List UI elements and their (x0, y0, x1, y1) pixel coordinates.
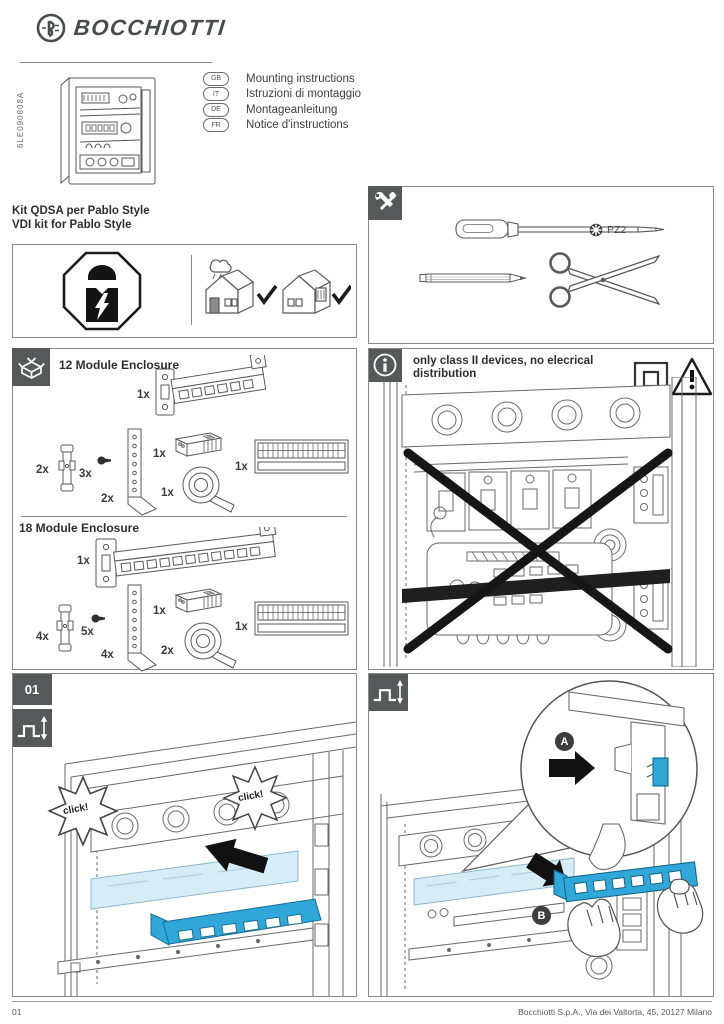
indoor-use-houses-icon (205, 259, 351, 314)
qty-clip-12: 2x (36, 464, 49, 476)
din-rail-12-drawing (155, 355, 267, 416)
language-code-fr: FR (203, 118, 229, 132)
qty-block-12: 1x (153, 448, 166, 460)
qty-block-18: 1x (153, 605, 166, 617)
step2-label-b: B (532, 906, 551, 925)
step2-illustration (380, 680, 704, 996)
kit18-title: 18 Module Enclosure (19, 521, 140, 535)
left-hand (567, 898, 621, 957)
step1-number-badge: 01 (13, 674, 52, 705)
din-rail-profile-icon-2 (373, 680, 404, 704)
scissors-icon (549, 252, 661, 308)
symbols-divider (191, 255, 192, 325)
brand-name: BOCCHIOTTI (72, 15, 228, 40)
tape-roll-drawing-12 (182, 466, 235, 513)
language-row-gb: GB Mounting instructions (203, 71, 361, 86)
brand-logo: BOCCHIOTTI (36, 13, 228, 43)
safety-symbols-box (12, 244, 357, 338)
insert-arrow (205, 838, 269, 874)
screw-drawing-18 (91, 614, 105, 623)
blue-din-rail-held (553, 861, 699, 903)
qty-labels-18: 1x (235, 621, 248, 633)
kit-contents-panel: 12 Module Enclosure 1x 2x (12, 348, 357, 672)
tools-icon (375, 191, 397, 211)
language-row-de: DE Montageanleitung (203, 102, 361, 117)
click-starburst-left (47, 775, 119, 847)
pozidriv-bit-icon (589, 223, 603, 237)
pencil-icon (419, 273, 527, 283)
push-arrow-a (549, 751, 595, 785)
kit-title-line2: VDI kit for Pablo Style (12, 218, 132, 231)
blue-din-rail (150, 898, 322, 946)
qty-rail-12: 1x (137, 389, 150, 401)
package-contents-badge (12, 348, 50, 386)
open-box-icon (17, 356, 45, 379)
language-list: GB Mounting instructions IT Istruzioni d… (203, 71, 361, 133)
enclosure-overview-drawing (60, 76, 156, 185)
din-rail-badge-step1 (13, 709, 52, 747)
qty-clip-18: 4x (36, 631, 49, 643)
qty-rail-18: 1x (77, 555, 90, 567)
bit-size-label: PZ2 (607, 224, 627, 236)
header-divider (20, 62, 212, 63)
click-starburst-right (222, 765, 288, 831)
language-text-de: Montageanleitung (246, 103, 338, 116)
junction-block-drawing-12 (174, 432, 223, 457)
din-rail-profile-icon (17, 716, 48, 740)
info-badge (369, 349, 402, 382)
qty-tape-12: 1x (161, 487, 174, 499)
screw-drawing-12 (97, 456, 111, 465)
kit-title-line1: Kit QDSA per Pablo Style (12, 205, 150, 217)
step2-label-a: A (555, 732, 574, 751)
footer-divider (12, 1001, 712, 1002)
language-code-it: IT (203, 87, 229, 101)
clip-part-drawing-18 (56, 604, 74, 652)
class2-warning-panel: only class II devices, no elecrical dist… (368, 348, 714, 670)
qualified-electrician-icon (62, 251, 142, 331)
warning-text: only class II devices, no elecrical dist… (413, 355, 594, 380)
kit-title: Kit QDSA per Pablo Style VDI kit for Pab… (12, 205, 150, 232)
qty-screw-18: 5x (81, 626, 94, 638)
kit12-title: 12 Module Enclosure (59, 358, 180, 372)
language-row-it: IT Istruzioni di montaggio (203, 87, 361, 102)
l-bracket-drawing-18 (127, 584, 157, 672)
document-code: 6LE090808A (16, 91, 25, 148)
footer-page-number: 01 (12, 1007, 22, 1017)
bocchiotti-logo-icon (36, 13, 66, 43)
junction-block-drawing-18 (174, 588, 223, 613)
label-strip-drawing-12 (254, 439, 349, 474)
language-text-fr: Notice d'instructions (246, 119, 349, 131)
tools-badge (368, 186, 402, 220)
step1-number: 01 (24, 681, 40, 697)
step1-panel: 01 (12, 673, 357, 997)
din-rail-badge-step2 (369, 674, 408, 711)
step1-illustration (47, 721, 356, 996)
step2-panel: A B (368, 673, 714, 997)
language-text-it: Istruzioni di montaggio (246, 88, 362, 100)
screwdriver-icon (455, 219, 665, 239)
qty-bracket-12: 2x (101, 493, 114, 505)
qty-screw-12: 3x (79, 468, 92, 480)
tape-roll-drawing-18 (184, 622, 237, 669)
label-strip-drawing-18 (254, 601, 349, 636)
right-hand (656, 878, 704, 934)
tools-panel: PZ2 (368, 186, 714, 344)
qty-labels-12: 1x (235, 461, 248, 473)
language-text-gb: Mounting instructions (246, 72, 355, 85)
footer-company-address: Bocchiotti S.p.A., Via dei Valtorta, 45,… (518, 1007, 712, 1017)
no-distribution-illustration (383, 377, 697, 667)
qty-tape-18: 2x (161, 645, 174, 657)
language-code-gb: GB (203, 71, 229, 86)
clip-part-drawing-12 (58, 444, 76, 492)
language-code-de: DE (203, 102, 229, 117)
language-row-fr: FR Notice d'instructions (203, 118, 361, 133)
qty-bracket-18: 4x (101, 649, 114, 661)
l-bracket-drawing-12 (127, 428, 157, 516)
din-rail-18-drawing (95, 527, 277, 588)
contents-section-divider (21, 516, 347, 517)
info-icon (373, 353, 397, 377)
